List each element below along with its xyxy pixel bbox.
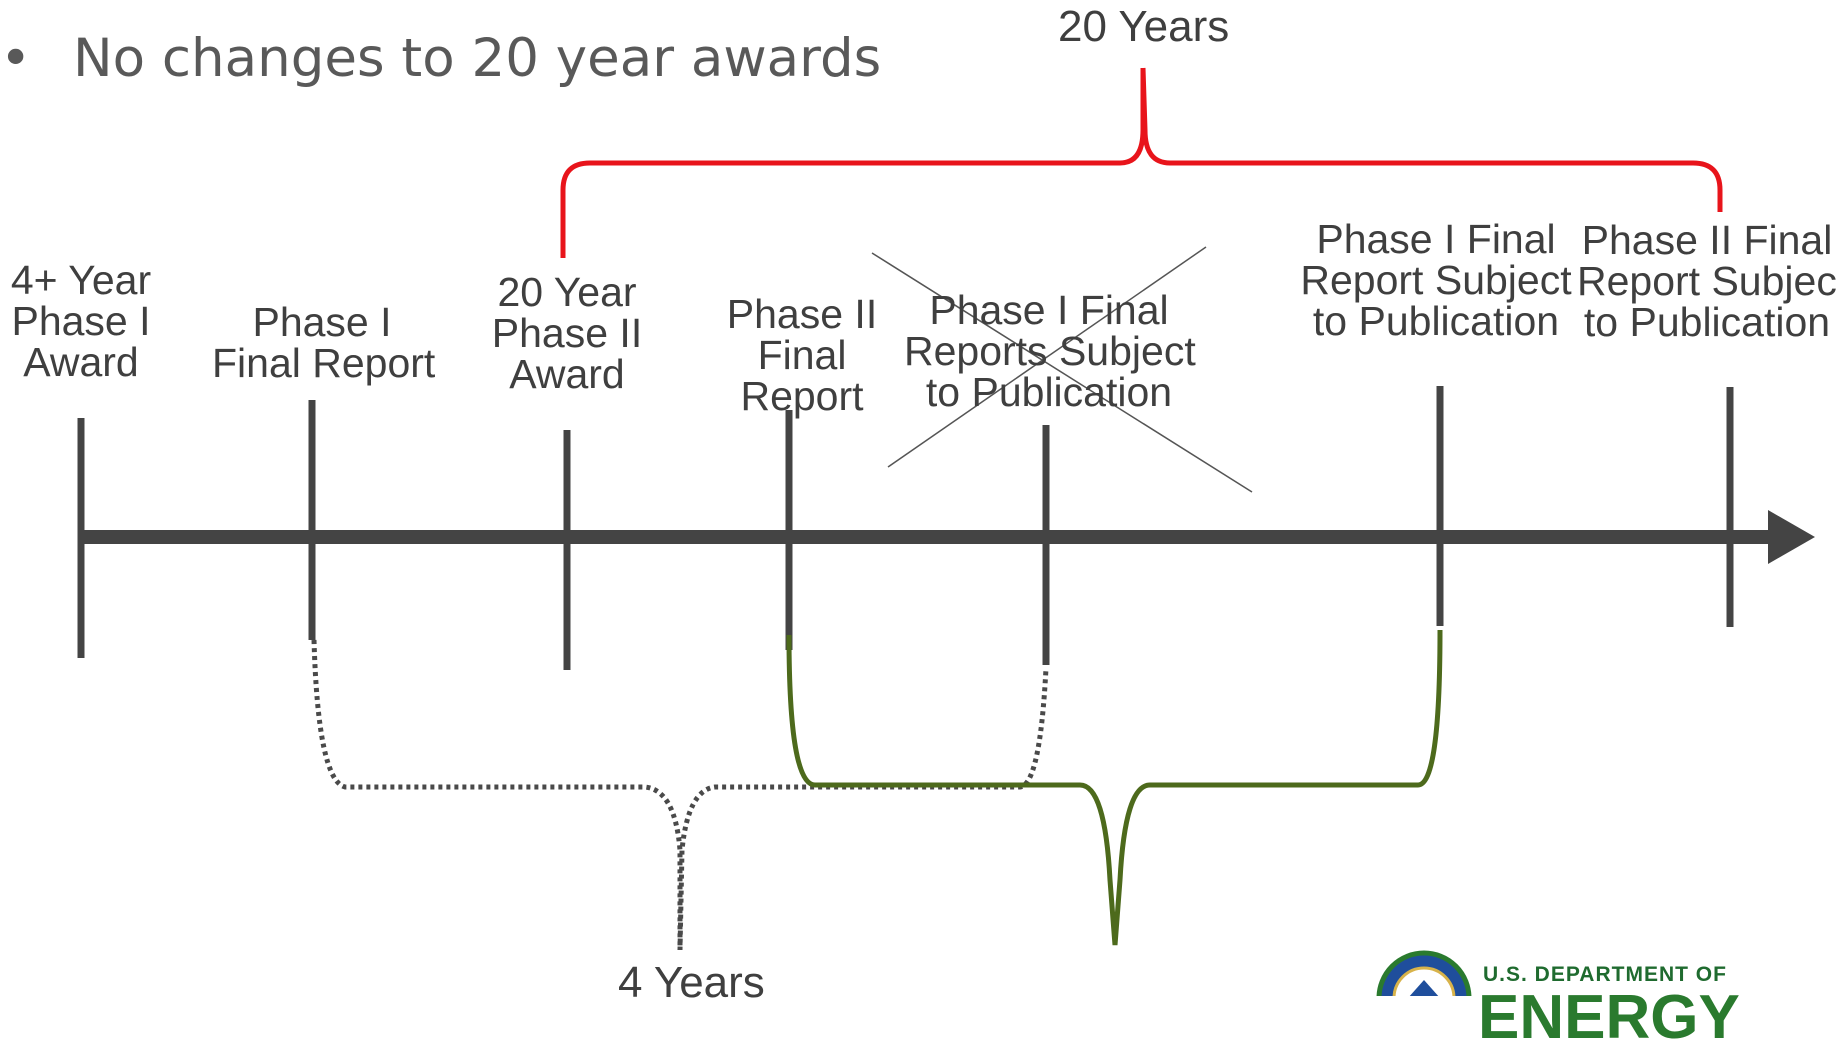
milestone-label-5-line-1: Phase I Final xyxy=(929,287,1169,333)
milestone-label-7-line-1: Phase II Final xyxy=(1581,217,1833,263)
bullet-text: No changes to 20 year awards xyxy=(73,28,882,89)
milestone-label-2: Phase I Final Report xyxy=(212,299,436,386)
milestone-label-1: 4+ Year Phase I Award xyxy=(8,260,154,383)
milestone-label-5-line-3: to Publication xyxy=(925,369,1173,415)
timeline-diagram xyxy=(77,67,1815,996)
strike-line-2 xyxy=(887,246,1207,468)
milestone-label-4-line-1: Phase II xyxy=(726,291,878,337)
milestone-label-3-line-1: 20 Year xyxy=(497,269,637,315)
timeline-arrowhead xyxy=(1768,510,1815,564)
top-range-brace xyxy=(560,67,1723,258)
bullet-symbol: • xyxy=(0,28,32,89)
milestone-label-6: Phase I Final Report Subject to Publicat… xyxy=(1292,219,1580,342)
green-range-brace xyxy=(786,629,1443,946)
milestone-label-6-line-3: to Publication xyxy=(1312,298,1560,344)
doe-logo-line-1: U.S. DEPARTMENT OF xyxy=(1483,963,1727,986)
milestone-label-3-line-2: Phase II xyxy=(491,310,643,356)
milestone-label-4: Phase II Final Report xyxy=(715,294,889,417)
milestone-label-1-line-2: Phase I xyxy=(11,298,151,344)
top-range-label: 20 Years xyxy=(1058,2,1230,51)
doe-logo-line-2: ENERGY xyxy=(1478,983,1740,1052)
milestone-label-6-line-1: Phase I Final xyxy=(1316,216,1556,262)
milestone-label-4-line-3: Report xyxy=(740,373,864,419)
strike-line-1 xyxy=(871,252,1253,493)
milestone-label-4-line-2: Final xyxy=(757,332,847,378)
milestone-label-3: 20 Year Phase II Award xyxy=(485,272,649,395)
milestone-label-2-line-1: Phase I xyxy=(252,299,392,345)
milestone-label-5: Phase I Final Reports Subject to Publica… xyxy=(904,287,1196,415)
milestone-label-2-line-2: Final Report xyxy=(212,340,436,386)
dotted-range-brace xyxy=(311,639,1049,951)
milestone-label-1-line-1: 4+ Year xyxy=(10,257,152,303)
milestone-label-7-line-2: Report Subject xyxy=(1577,258,1837,304)
milestone-label-7-line-3: to Publication xyxy=(1583,299,1831,345)
milestone-label-3-line-3: Award xyxy=(509,351,625,397)
doe-seal-logo xyxy=(1376,950,1472,996)
milestone-label-7: Phase II Final Report Subject to Publica… xyxy=(1577,220,1837,343)
milestone-label-5-line-2: Reports Subject xyxy=(904,328,1196,374)
milestone-label-1-line-3: Award xyxy=(23,339,139,385)
milestone-label-6-line-2: Report Subject xyxy=(1300,257,1572,303)
